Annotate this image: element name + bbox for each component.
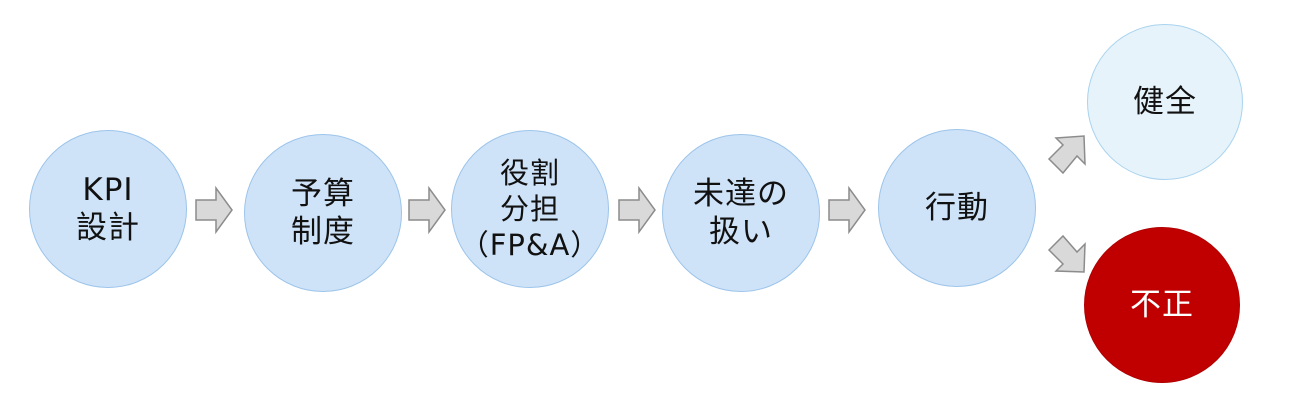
arrow-roles-to-shortfall bbox=[618, 185, 656, 235]
arrow-action-to-healthy bbox=[1047, 135, 1086, 175]
step-kpi-design: KPI 設計 bbox=[29, 130, 187, 288]
step-label: 役割 分担 （FP&A） bbox=[459, 156, 601, 262]
arrow-shortfall-to-action bbox=[828, 185, 866, 235]
step-role-division: 役割 分担 （FP&A） bbox=[451, 130, 609, 288]
outcome-healthy: 健全 bbox=[1087, 24, 1243, 180]
arrow-kpi-to-budget bbox=[195, 185, 233, 235]
step-shortfall-handling: 未達の 扱い bbox=[662, 134, 820, 292]
step-label: 行動 bbox=[925, 190, 989, 226]
step-label: 未達の 扱い bbox=[693, 176, 789, 250]
step-action: 行動 bbox=[878, 129, 1036, 287]
step-label: 予算 制度 bbox=[291, 176, 355, 250]
outcome-label: 健全 bbox=[1133, 84, 1197, 120]
arrow-budget-to-roles bbox=[408, 185, 446, 235]
step-label: KPI 設計 bbox=[76, 172, 140, 246]
arrow-action-to-fraud bbox=[1047, 234, 1086, 273]
outcome-label: 不正 bbox=[1130, 287, 1194, 323]
step-budget-system: 予算 制度 bbox=[244, 134, 402, 292]
outcome-fraud: 不正 bbox=[1084, 227, 1240, 383]
